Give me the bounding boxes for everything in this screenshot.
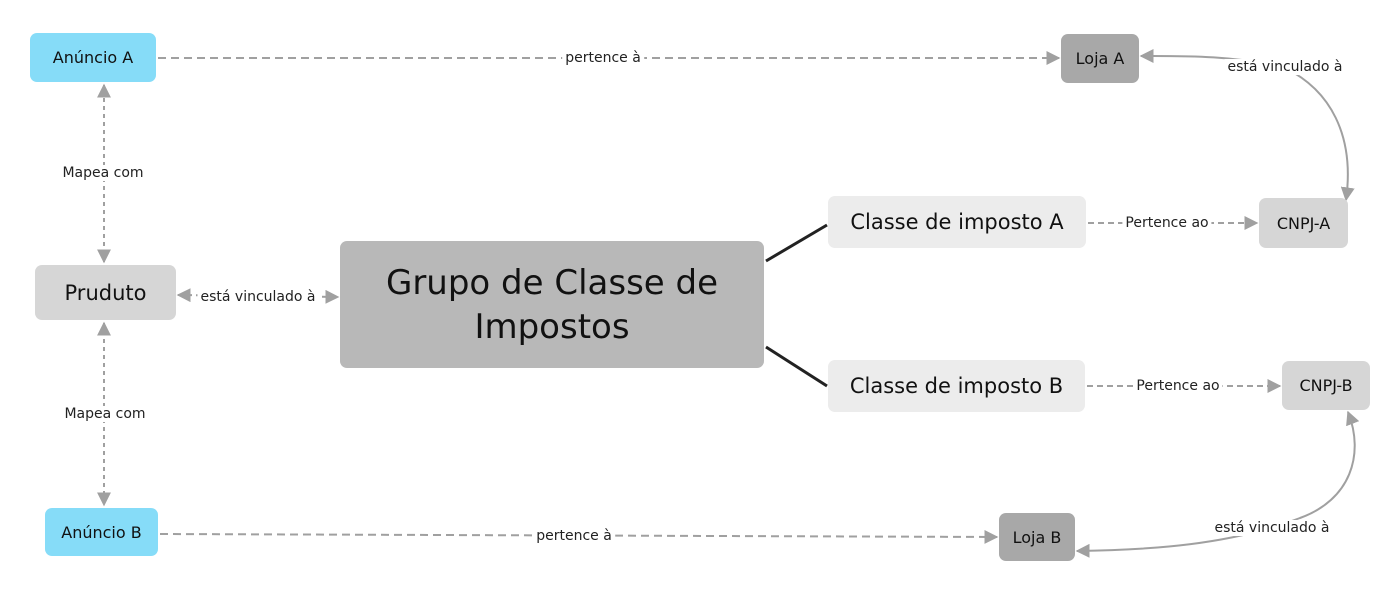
label-cnpj-a-loja-a: está vinculado à [1224, 59, 1346, 75]
node-cnpj-a[interactable]: CNPJ-A [1259, 198, 1348, 248]
node-cnpj-b[interactable]: CNPJ-B [1282, 361, 1370, 410]
branch-grupo-classe-a [765, 223, 828, 263]
edge-cnpj-a-loja-a [1139, 48, 1355, 202]
label-produto-anuncio-a: Mapea com [59, 165, 147, 181]
node-loja-a[interactable]: Loja A [1061, 34, 1139, 83]
label-produto-anuncio-b: Mapea com [61, 406, 149, 422]
node-anuncio-b[interactable]: Anúncio B [45, 508, 158, 556]
node-anuncio-a[interactable]: Anúncio A [30, 33, 156, 82]
label-produto-grupo: está vinculado à [197, 289, 319, 305]
node-produto[interactable]: Pruduto [35, 265, 176, 320]
label-classe-a-cnpj-a: Pertence ao [1122, 215, 1212, 231]
node-classe-b[interactable]: Classe de imposto B [828, 360, 1085, 412]
node-classe-a[interactable]: Classe de imposto A [828, 196, 1086, 248]
label-classe-b-cnpj-b: Pertence ao [1133, 378, 1223, 394]
label-cnpj-b-loja-b: está vinculado à [1211, 520, 1333, 536]
node-grupo-classe-impostos[interactable]: Grupo de Classe de Impostos [340, 241, 764, 368]
label-anuncio-b-loja-b: pertence à [533, 528, 615, 544]
branch-grupo-classe-b [765, 345, 828, 388]
node-loja-b[interactable]: Loja B [999, 513, 1075, 561]
label-anuncio-a-loja-a: pertence à [562, 50, 644, 66]
